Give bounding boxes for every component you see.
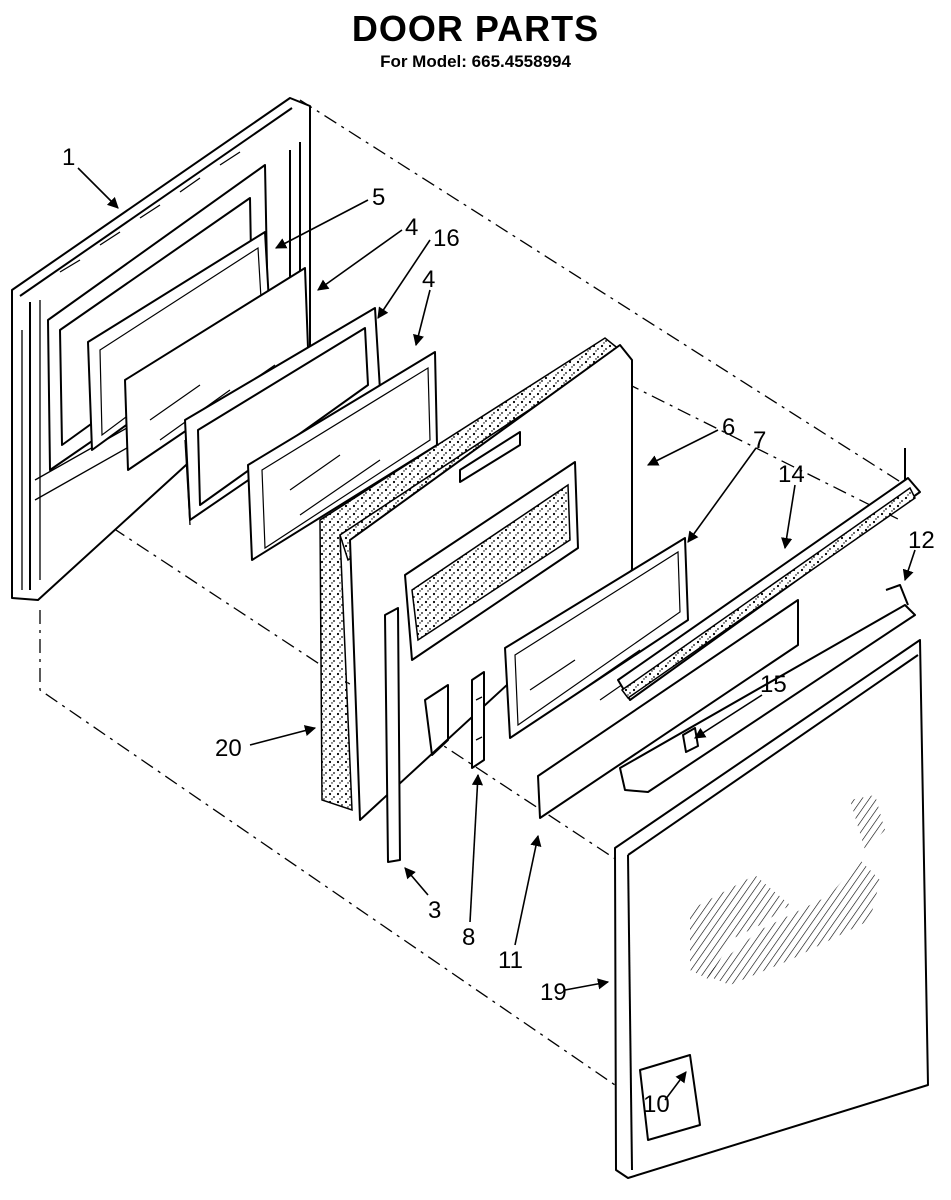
part-3-seal-strip[interactable] <box>384 607 401 863</box>
part-19-outer-door-skin[interactable] <box>614 639 929 1179</box>
callout-4a: 4 <box>405 214 418 241</box>
model-subtitle: For Model: 665.4558994 <box>380 52 571 71</box>
callout-5: 5 <box>372 184 385 211</box>
part-14-top-trim[interactable] <box>617 448 921 701</box>
diagram-title: DOOR PARTS <box>351 8 600 49</box>
assembly-guide-lines <box>39 99 911 1086</box>
callout-8: 8 <box>462 924 475 951</box>
callout-3: 3 <box>428 897 441 924</box>
part-6-outer-door-panel[interactable] <box>349 344 633 821</box>
callout-4b: 4 <box>422 266 435 293</box>
callout-leaders <box>77 167 916 1101</box>
part-8-hinge-bracket[interactable] <box>471 671 485 769</box>
callout-20: 20 <box>215 735 242 762</box>
callout-19: 19 <box>540 979 567 1006</box>
callout-1: 1 <box>62 144 75 171</box>
callout-6: 6 <box>722 414 735 441</box>
callout-7: 7 <box>753 427 766 454</box>
part-11-nameplate[interactable] <box>537 599 799 819</box>
callout-labels: 1 5 4 16 4 6 7 14 12 15 20 3 8 11 19 10 <box>62 144 935 1118</box>
callout-14: 14 <box>778 461 805 488</box>
callout-12: 12 <box>908 527 935 554</box>
callout-15: 15 <box>760 671 787 698</box>
callout-16: 16 <box>433 225 460 252</box>
callout-10: 10 <box>643 1091 670 1118</box>
callout-11: 11 <box>498 947 523 974</box>
